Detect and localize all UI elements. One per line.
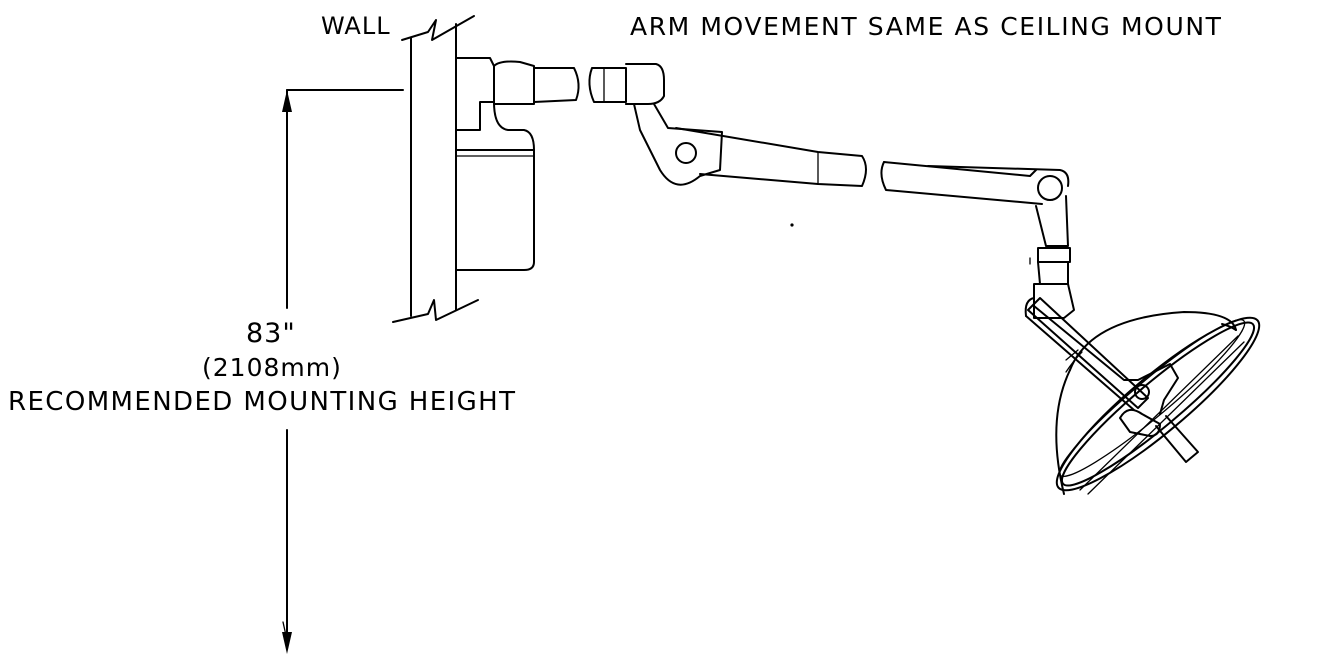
elbow-pivot xyxy=(625,103,723,186)
lamp-yoke xyxy=(1024,283,1179,415)
mounting-height-metric: (2108mm) xyxy=(202,353,342,382)
mounting-height-caption: RECOMMENDED MOUNTING HEIGHT xyxy=(8,387,517,417)
stray-mark xyxy=(790,223,794,227)
third-arm-segment xyxy=(927,165,1071,285)
first-arm-segment xyxy=(493,60,665,105)
light-head xyxy=(1027,297,1261,495)
wall-bracket xyxy=(455,57,535,271)
dimension-arrowhead-bottom xyxy=(282,632,292,654)
mounting-height-imperial: 83" xyxy=(246,318,296,349)
second-arm-segment xyxy=(675,127,1043,205)
wall-section xyxy=(392,15,479,323)
arm-movement-note: ARM MOVEMENT SAME AS CEILING MOUNT xyxy=(630,12,1223,41)
dimension-arrowhead-top xyxy=(282,90,292,112)
height-dimension xyxy=(282,89,404,654)
wall-label: WALL xyxy=(321,12,391,40)
